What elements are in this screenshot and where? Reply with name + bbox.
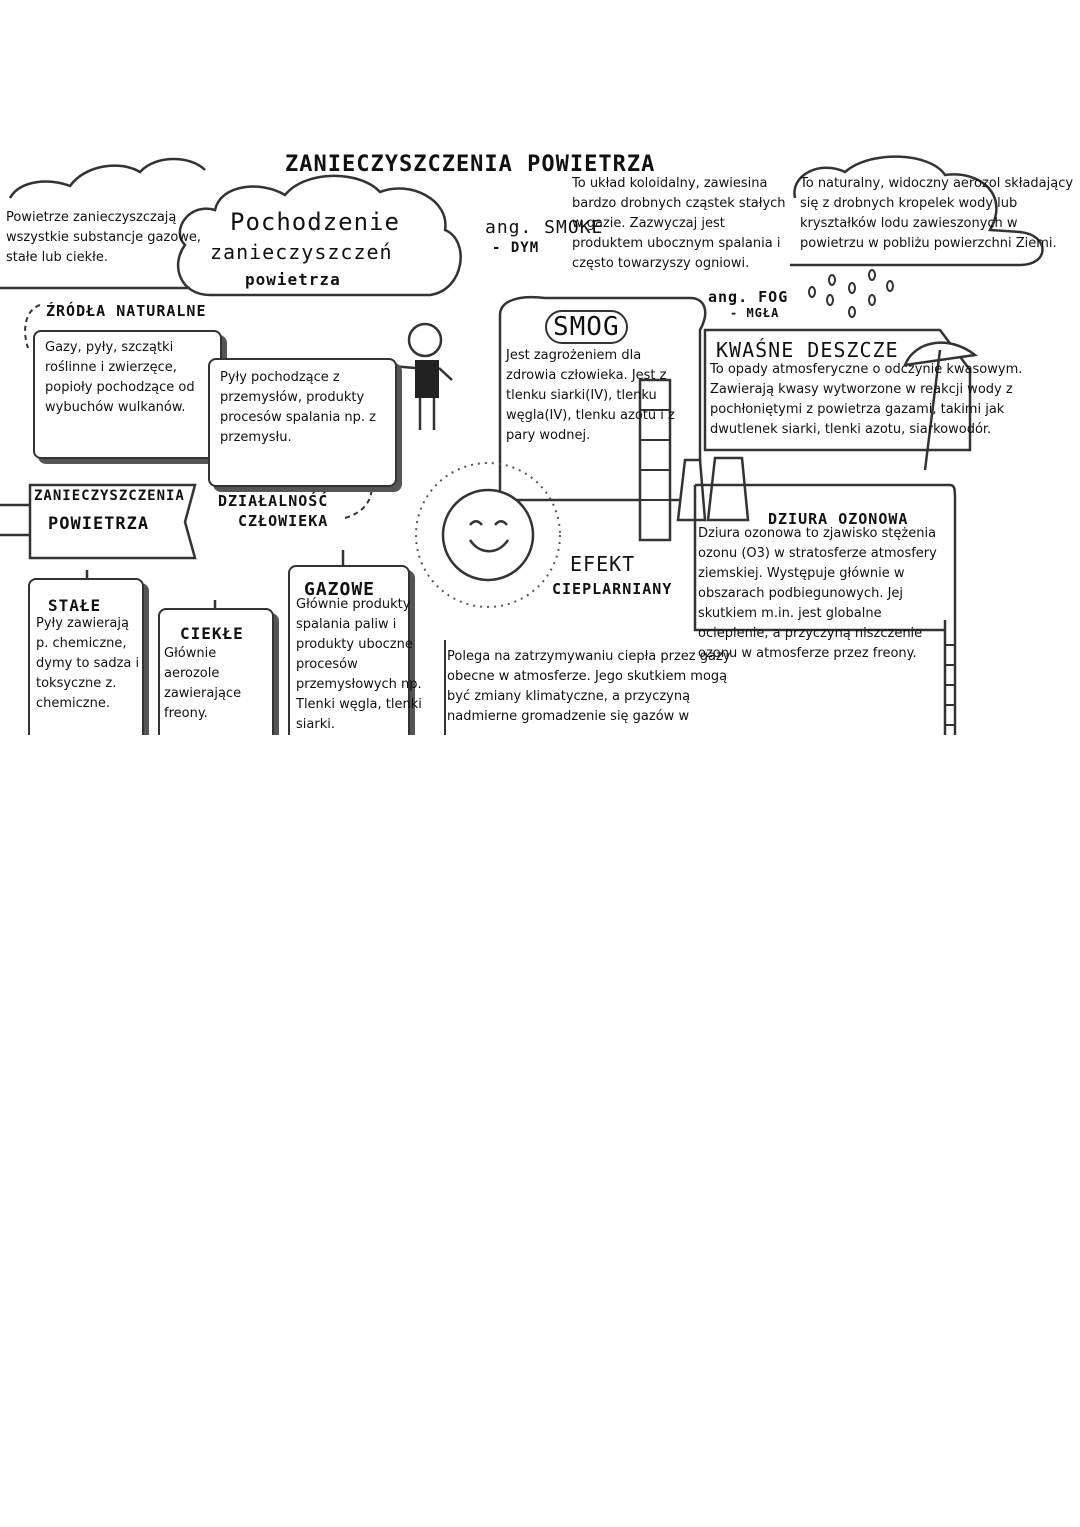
chimney-icon	[638, 378, 672, 542]
intro-text: Powietrze zanieczyszczają wszystkie subs…	[6, 210, 202, 265]
person-body	[415, 360, 439, 398]
gas-label: GAZOWE	[304, 579, 376, 600]
origin-line3: powietrza	[245, 270, 341, 289]
human-activity-box: Pyły pochodzące z przemysłów, produkty p…	[208, 358, 397, 487]
origin-cloud	[176, 174, 462, 297]
sun-icon	[415, 462, 561, 608]
types-banner-shape	[28, 483, 197, 560]
natural-sources-text: Gazy, pyły, szczątki roślinne i zwierzęc…	[45, 340, 195, 415]
human-activity-text: Pyły pochodzące z przemysłów, produkty p…	[220, 370, 376, 445]
mind-map-sheet: ZANIECZYSZCZENIA POWIETRZA Powietrze zan…	[0, 140, 1080, 735]
natural-sources-box: Gazy, pyły, szczątki roślinne i zwierzęc…	[33, 330, 222, 459]
smog-text: Jest zagrożeniem dla zdrowia człowieka. …	[506, 348, 675, 443]
smog-box	[498, 296, 707, 502]
types-banner-line2: POWIETRZA	[48, 514, 150, 534]
solid-text: Pyły zawierają p. chemiczne, dymy to sad…	[36, 616, 140, 711]
greenhouse-text: Polega na zatrzymywaniu ciepła przez gaz…	[447, 649, 731, 724]
origin-line2: zanieczyszczeń	[210, 240, 393, 264]
liquid-text: Głównie aerozole zawierające freony.	[164, 646, 242, 721]
fog-cloud	[790, 155, 1044, 267]
natural-sources-heading: ŹRÓDŁA NATURALNE	[46, 302, 207, 320]
person-icon	[407, 322, 443, 358]
types-banner-line1: ZANIECZYSZCZENIA	[34, 488, 185, 504]
solid-box: STAŁE Pyły zawierają p. chemiczne, dymy …	[28, 578, 144, 735]
fog-text: To naturalny, widoczny aerozol składając…	[800, 176, 1074, 251]
smoke-sublabel: - DYM	[492, 240, 540, 256]
smog-label: SMOG	[545, 310, 628, 344]
acid-rain-label: KWAŚNE DESZCZE	[716, 338, 899, 362]
greenhouse-label-2: CIEPLARNIANY	[552, 580, 673, 598]
sketch-lines	[0, 155, 1044, 735]
cloud-outline-left	[8, 157, 206, 199]
acid-rain-box	[703, 328, 972, 452]
gas-text: Głównie produkty spalania paliw i produk…	[296, 597, 422, 732]
smoke-text: To układ koloidalny, zawiesina bardzo dr…	[572, 176, 786, 271]
gas-box: GAZOWE Głównie produkty spalania paliw i…	[288, 565, 422, 735]
fog-sublabel: - MGŁA	[730, 306, 780, 320]
page-title: ZANIECZYSZCZENIA POWIETRZA	[285, 152, 656, 177]
ozone-text: Dziura ozonowa to zjawisko stężenia ozon…	[698, 526, 937, 661]
solid-label: STAŁE	[48, 596, 102, 615]
origin-line1: Pochodzenie	[230, 208, 400, 236]
human-activity-heading-2: CZŁOWIEKA	[238, 512, 329, 530]
acid-rain-text: To opady atmosferyczne o odczynie kwasow…	[710, 362, 1023, 437]
liquid-box: CIEKŁE Głównie aerozole zawierające freo…	[158, 608, 274, 735]
greenhouse-label-1: EFEKT	[570, 552, 636, 576]
liquid-label: CIEKŁE	[180, 624, 244, 643]
fog-label: ang. FOG	[708, 288, 789, 306]
raindrops-icon	[808, 269, 894, 318]
human-activity-heading-1: DZIAŁALNOŚĆ	[218, 492, 329, 510]
smoke-label: ang. SMOKE	[485, 217, 604, 238]
ozone-label: DZIURA OZONOWA	[768, 510, 909, 528]
ozone-box	[693, 483, 957, 735]
cooling-tower-icon	[676, 456, 750, 522]
